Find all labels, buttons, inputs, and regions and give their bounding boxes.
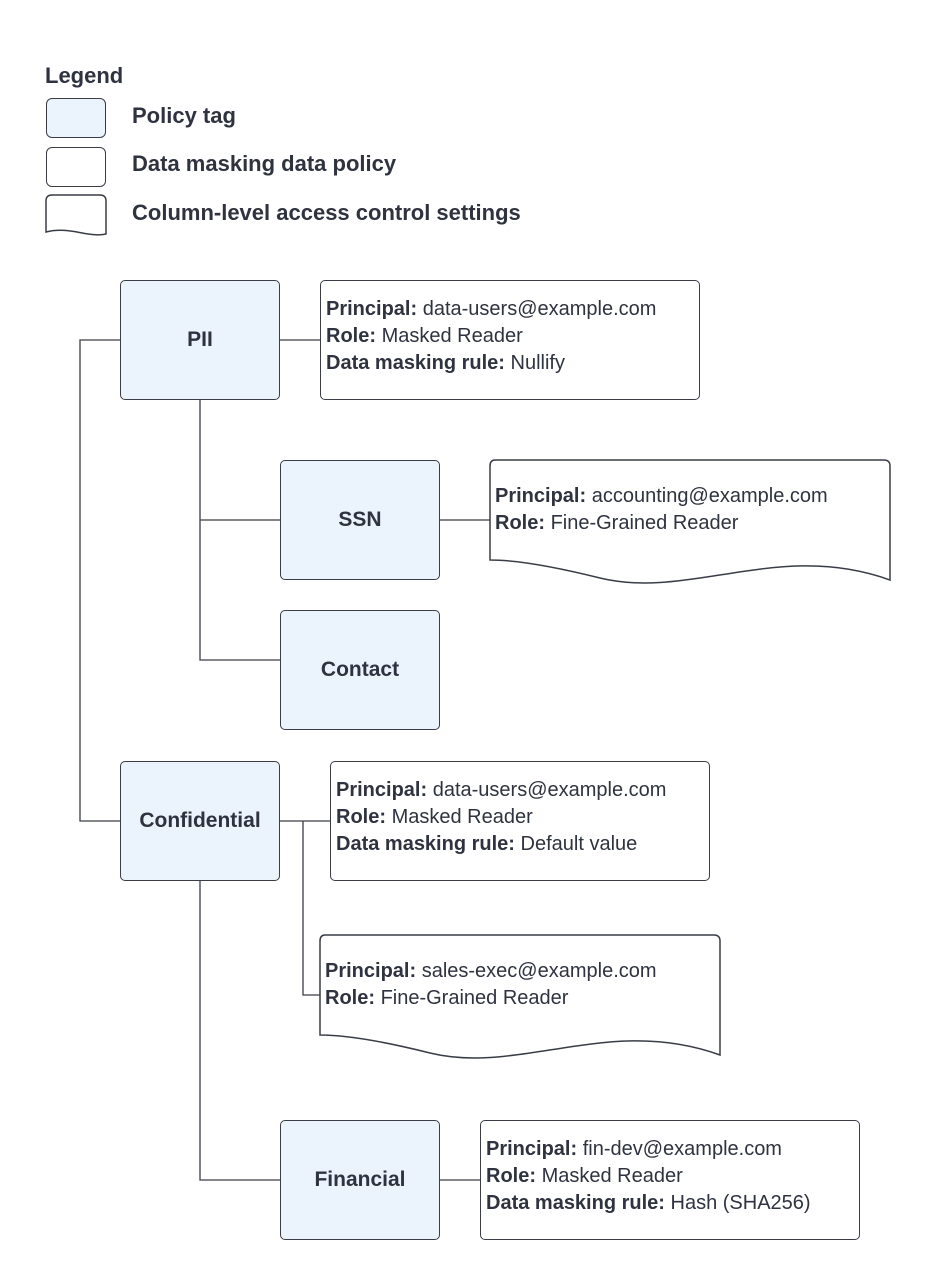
connector-confidential-financial xyxy=(199,881,280,1181)
policy-principal-row: Principal: fin-dev@example.com xyxy=(486,1138,782,1160)
masking-policy-confidential[interactable]: Principal: data-users@example.com Role: … xyxy=(330,761,710,881)
connector-pii-children xyxy=(199,400,280,661)
policy-tag-confidential-label: Confidential xyxy=(139,809,261,832)
policy-rule-row: Data masking rule: Default value xyxy=(336,833,638,855)
access-control-ssn[interactable]: Principal: accounting@example.com Role: … xyxy=(490,460,895,603)
policy-principal-row: Principal: data-users@example.com xyxy=(336,779,667,801)
policy-rule-row: Data masking rule: Nullify xyxy=(326,352,565,374)
legend-title: Legend xyxy=(45,63,124,88)
legend-policy-tag-swatch xyxy=(46,98,106,138)
policy-tag-contact-label: Contact xyxy=(320,658,400,681)
masking-policy-pii[interactable]: Principal: data-users@example.com Role: … xyxy=(320,280,700,400)
policy-rule-row: Data masking rule: Hash (SHA256) xyxy=(486,1192,811,1214)
acl-box-confidential-shape xyxy=(319,934,721,1059)
masking-policy-financial[interactable]: Principal: fin-dev@example.com Role: Mas… xyxy=(480,1120,860,1240)
legend-acl-shape xyxy=(45,194,107,236)
policy-tag-financial-label: Financial xyxy=(314,1168,406,1191)
connector-root xyxy=(79,339,120,822)
policy-role-row: Role: Masked Reader xyxy=(326,325,523,347)
acl-principal-row: Principal: accounting@example.com xyxy=(495,485,828,507)
legend-data-masking-swatch xyxy=(46,147,106,187)
access-control-confidential[interactable]: Principal: sales-exec@example.com Role: … xyxy=(320,935,725,1078)
policy-tag-pii[interactable]: PII xyxy=(120,280,280,400)
acl-box-ssn-shape xyxy=(489,459,891,584)
acl-principal-row: Principal: sales-exec@example.com xyxy=(325,960,657,982)
policy-role-row: Role: Masked Reader xyxy=(336,806,533,828)
acl-role-row: Role: Fine-Grained Reader xyxy=(495,512,739,534)
policy-tag-ssn[interactable]: SSN xyxy=(280,460,440,580)
acl-role-row: Role: Fine-Grained Reader xyxy=(325,987,569,1009)
policy-tag-financial[interactable]: Financial xyxy=(280,1120,440,1240)
legend-policy-tag-label: Policy tag xyxy=(132,103,236,128)
legend-data-masking-label: Data masking data policy xyxy=(132,151,397,176)
policy-tag-pii-label: PII xyxy=(187,328,213,351)
legend-acl-label: Column-level access control settings xyxy=(132,200,521,225)
policy-tag-contact[interactable]: Contact xyxy=(280,610,440,730)
policy-tag-confidential[interactable]: Confidential xyxy=(120,761,280,881)
connector-confidential-policies xyxy=(280,820,330,996)
policy-principal-row: Principal: data-users@example.com xyxy=(326,298,657,320)
policy-tag-ssn-label: SSN xyxy=(338,508,382,531)
policy-role-row: Role: Masked Reader xyxy=(486,1165,683,1187)
